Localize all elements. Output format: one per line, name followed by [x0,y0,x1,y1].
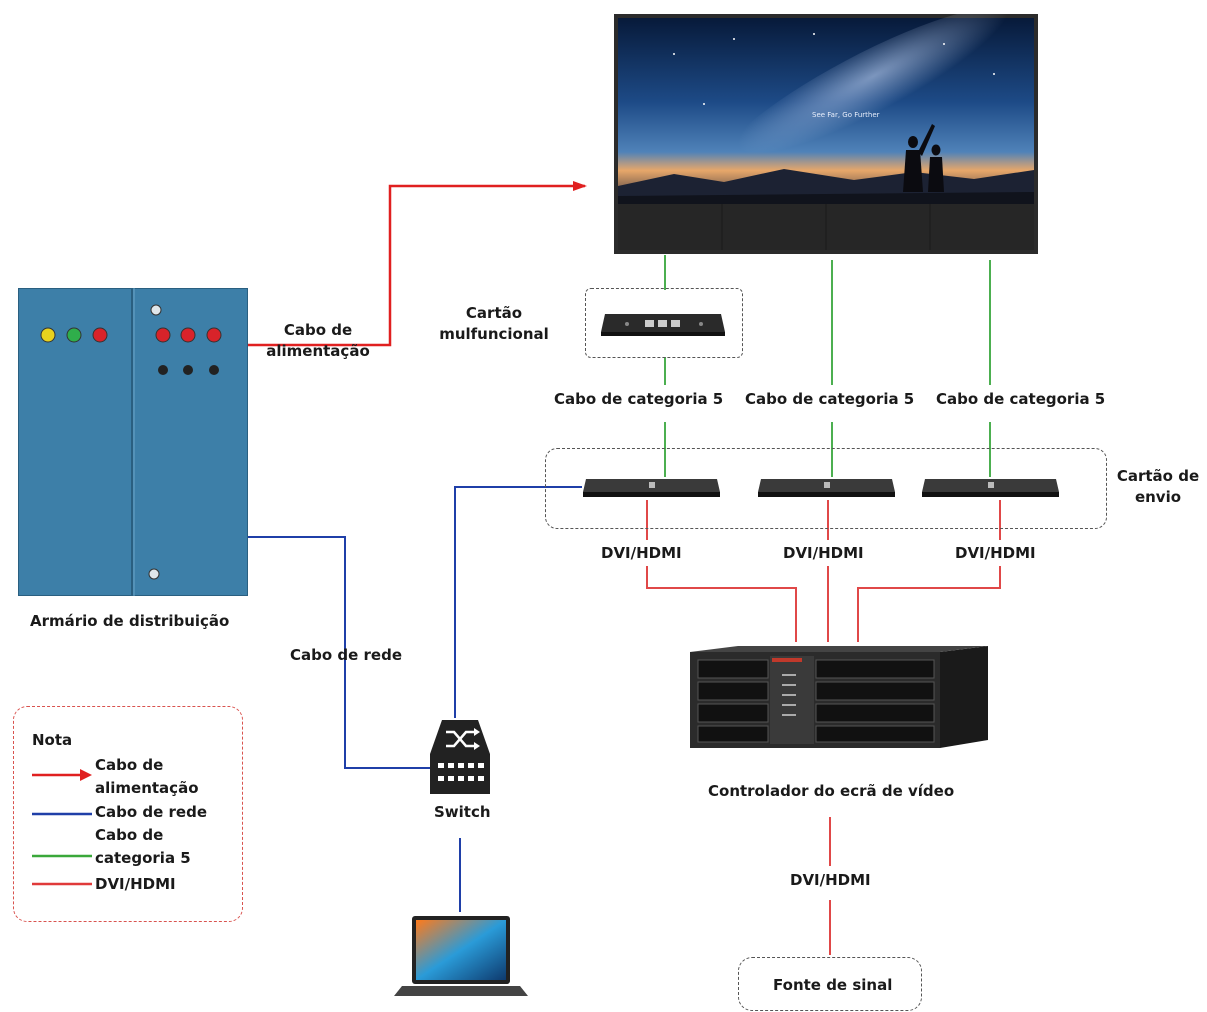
cat5-label-2: Cabo de categoria 5 [745,390,915,408]
sending-card-1 [583,476,720,500]
led-display-screen: See Far, Go Further [614,7,1038,254]
network-switch [430,718,490,796]
switch-label: Switch [434,803,491,821]
legend-item-power-line2: alimentação [95,779,199,797]
screen-caption: See Far, Go Further [812,111,880,119]
power-cable-wire [248,181,587,347]
signal-source-label: Fonte de sinal [773,976,893,994]
multifunction-card-label-line1: Cartão [465,304,523,322]
distribution-cabinet-label: Armário de distribuição [30,612,230,630]
sending-card-label-line1: Cartão de [1116,467,1200,485]
legend-box [13,706,243,922]
network-cable-cabinet-switch [248,536,430,769]
legend-title: Nota [32,731,73,749]
legend-item-power-line1: Cabo de [95,756,164,774]
legend-item-cat5-line2: categoria 5 [95,849,191,867]
power-cable-label-line2: alimentação [266,342,370,360]
legend-item-dvi: DVI/HDMI [95,875,176,893]
dvi-wire-1b [646,566,797,642]
multifunction-card-frame [585,288,743,358]
sending-card-2 [758,476,895,500]
network-cable-switch-sender [454,486,582,718]
legend-item-power: Cabo de alimentação [95,754,199,800]
video-wall-controller [690,644,990,762]
power-cable-label: Cabo de alimentação [262,320,374,362]
dvi-label-4: DVI/HDMI [790,871,871,889]
sending-card-frame [545,448,1107,529]
legend-item-network: Cabo de rede [95,803,208,821]
legend-item-cat5-line1: Cabo de [95,826,164,844]
dvi-wire-3b [857,566,1001,642]
cat5-label-1: Cabo de categoria 5 [554,390,724,408]
sending-card-label: Cartão de envio [1112,466,1204,508]
laptop [394,912,528,1000]
legend-item-cat5: Cabo de categoria 5 [95,824,191,870]
distribution-cabinet [17,287,249,597]
multifunction-card-label-line2: mulfuncional [439,325,549,343]
dvi-label-1: DVI/HDMI [601,544,682,562]
power-cable-label-line1: Cabo de [283,321,353,339]
multifunction-card-device [601,306,725,340]
sending-card-3 [922,476,1059,500]
dvi-label-2: DVI/HDMI [783,544,864,562]
network-cable-label: Cabo de rede [290,646,403,664]
dvi-label-3: DVI/HDMI [955,544,1036,562]
legend-swatches [32,769,92,886]
cat5-label-3: Cabo de categoria 5 [936,390,1106,408]
multifunction-card-label: Cartão mulfuncional [430,303,558,345]
sending-card-label-line2: envio [1134,488,1182,506]
video-controller-label: Controlador do ecrã de vídeo [708,782,955,800]
signal-source-box [738,957,922,1011]
